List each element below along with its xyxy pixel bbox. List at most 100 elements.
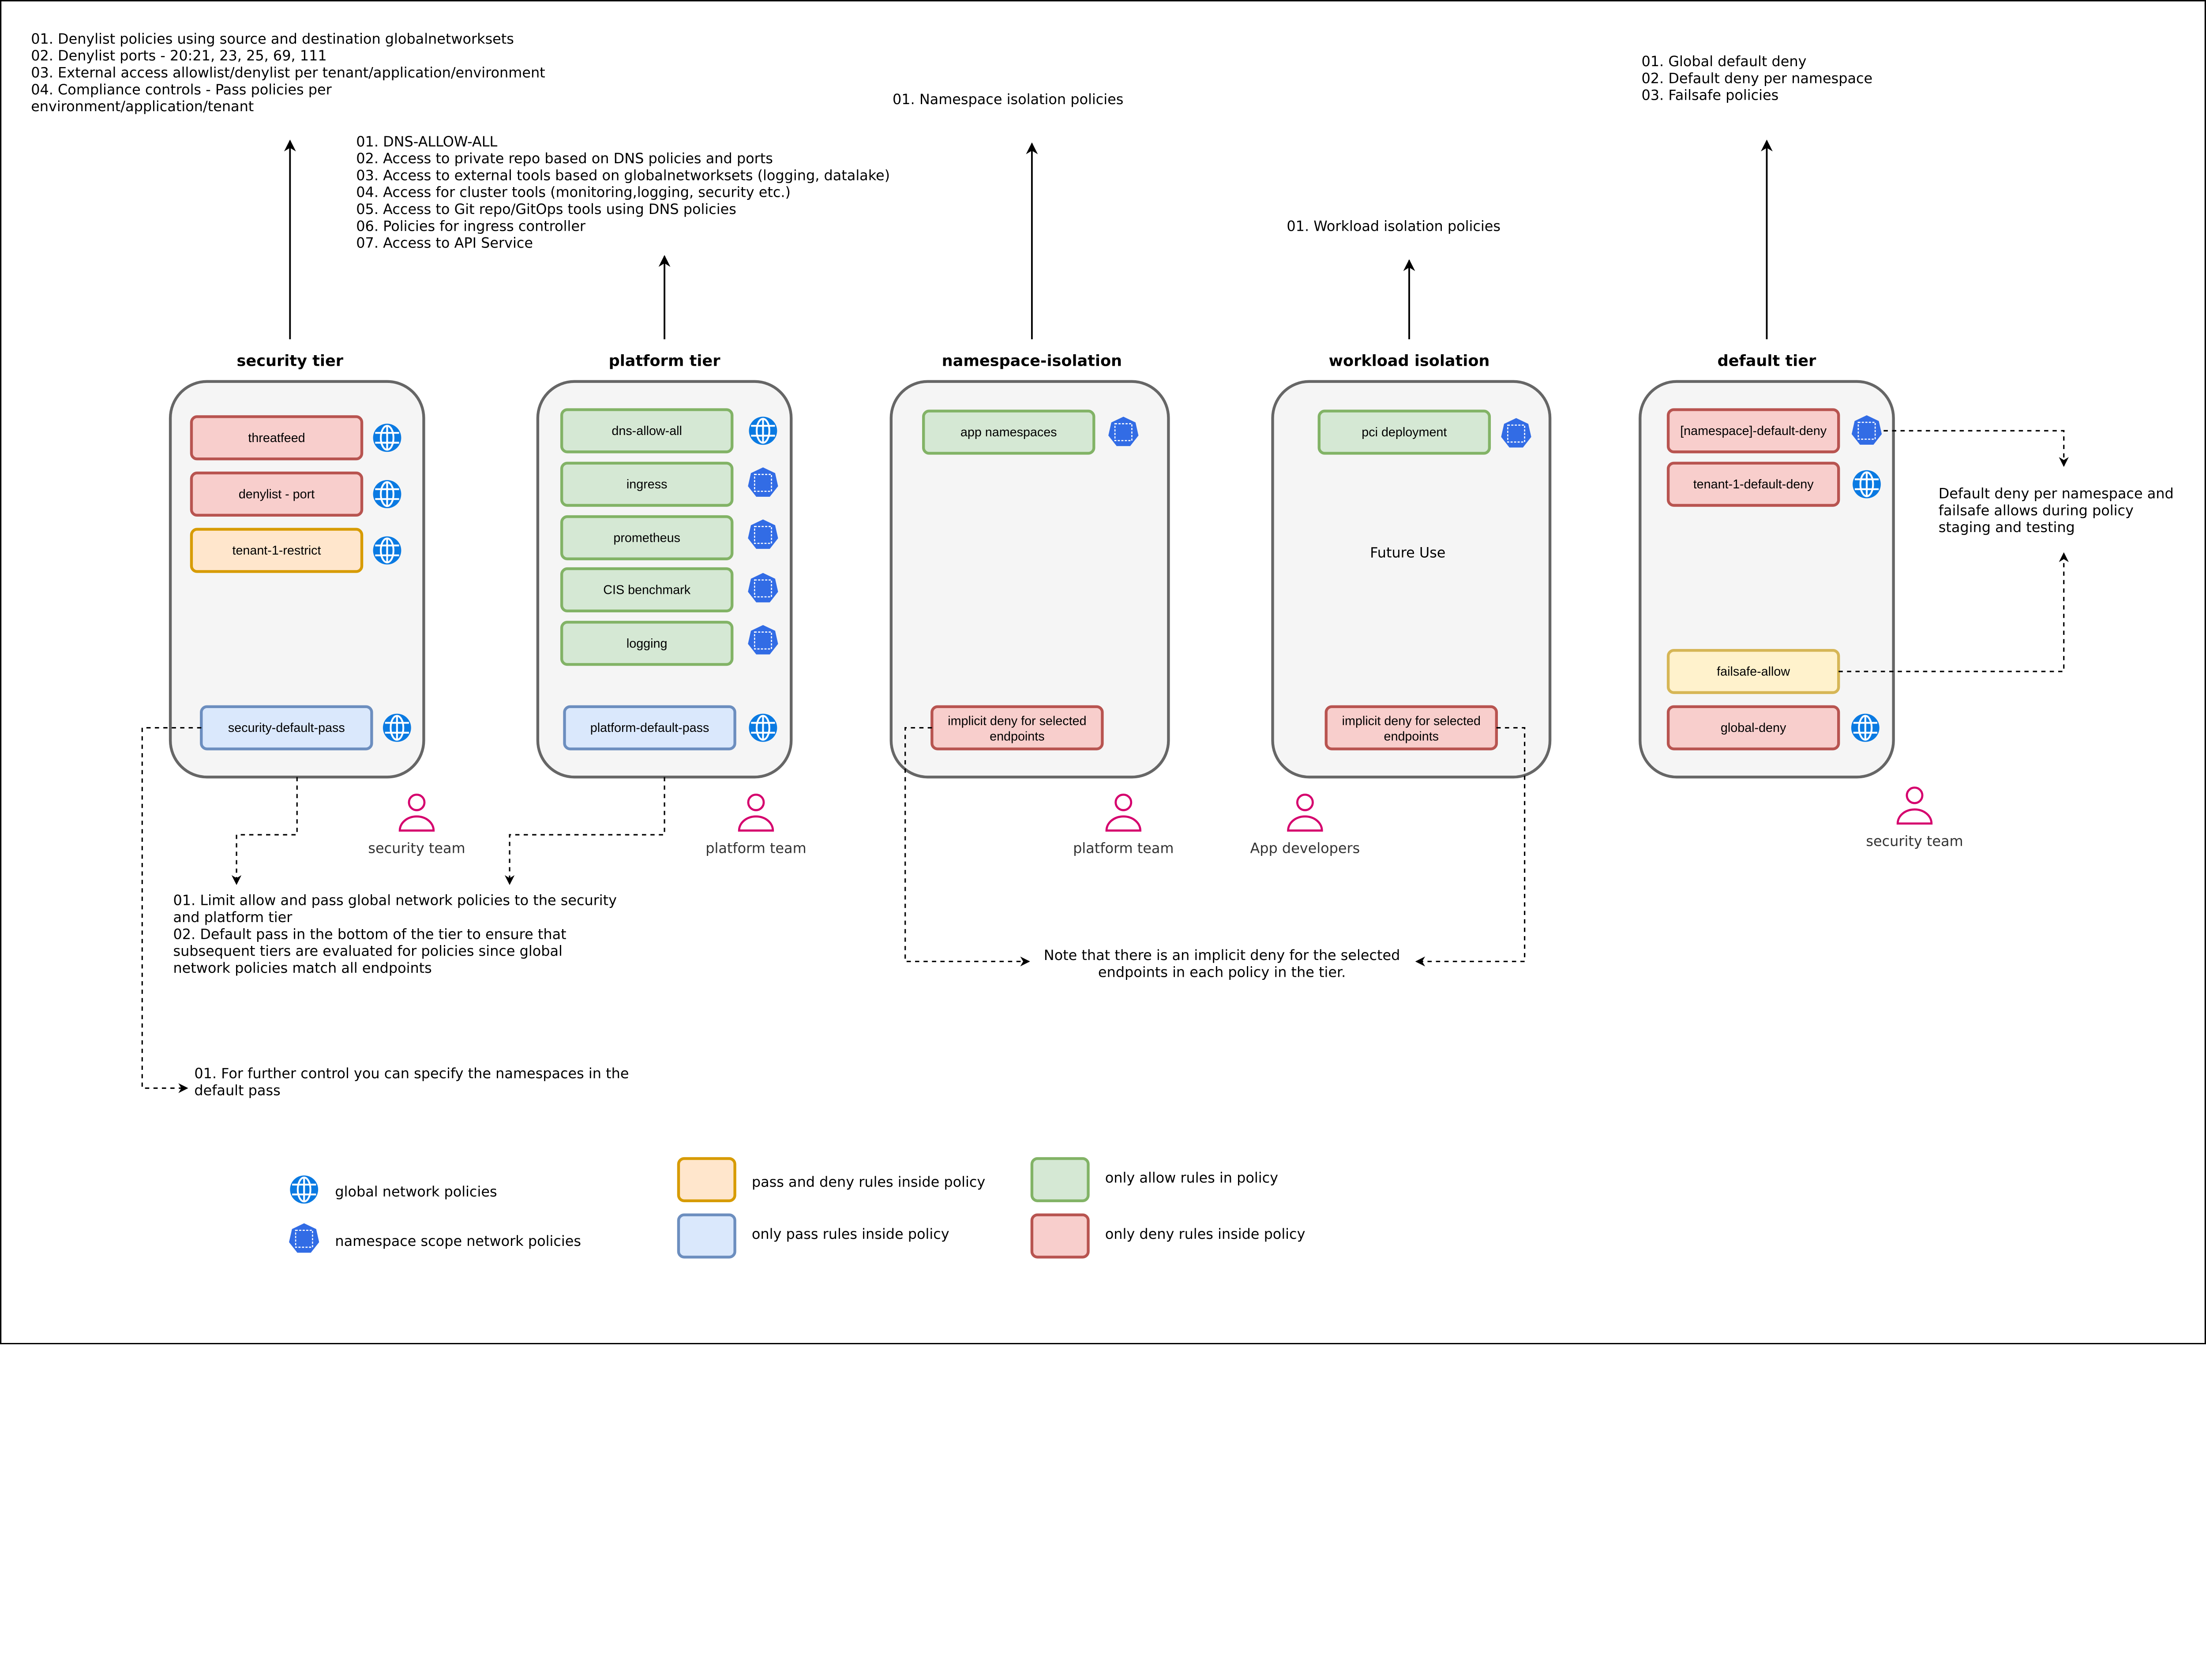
policy-box xyxy=(1666,461,1840,507)
namespace-note-line: default pass xyxy=(194,1082,280,1099)
implicit-deny-note-line: Note that there is an implicit deny for … xyxy=(1044,947,1400,964)
person-icon xyxy=(1287,793,1323,832)
policy-dns-allow-all[interactable]: dns-allow-all xyxy=(560,408,734,454)
policy-logging[interactable]: logging xyxy=(560,621,734,666)
policy-label: CIS benchmark xyxy=(603,583,690,597)
pass-note-line: network policies match all endpoints xyxy=(173,960,431,976)
policy-box xyxy=(560,621,734,666)
legend-label: namespace scope network policies xyxy=(335,1233,581,1249)
namespace-icon xyxy=(1108,416,1139,446)
policy-label: [namespace]-default-deny xyxy=(1680,424,1827,438)
policy-label: failsafe-allow xyxy=(1717,665,1790,679)
tier-notes-line: 01. DNS-ALLOW-ALL xyxy=(356,133,497,150)
tier-notes-line: 07. Access to API Service xyxy=(356,235,533,251)
tier-notes-line: 01. Namespace isolation policies xyxy=(893,91,1123,108)
namespace-icon xyxy=(748,519,778,549)
person-icon xyxy=(1105,793,1141,832)
tier-notes-line: 01. Workload isolation policies xyxy=(1287,218,1501,234)
policy-label-line: implicit deny for selected xyxy=(948,714,1086,728)
tier-notes: 01. Namespace isolation policies xyxy=(893,91,1123,108)
tier-notes-line: 01. Denylist policies using source and d… xyxy=(31,30,514,47)
tier-diagram: security tier 01. Denylist policies using… xyxy=(0,0,2206,1345)
tier-title: security tier xyxy=(237,352,344,370)
policy-box xyxy=(560,408,734,454)
tier-notes-line: 04. Access for cluster tools (monitoring… xyxy=(356,184,791,201)
tier-notes-line: environment/application/tenant xyxy=(31,98,254,115)
namespace-note-line: 01. For further control you can specify … xyxy=(194,1065,629,1082)
policy-box xyxy=(922,409,1095,455)
policy-box xyxy=(1666,408,1840,454)
tier-notes-line: 01. Global default deny xyxy=(1641,53,1806,70)
platform-pass-connector xyxy=(504,777,665,885)
namespace-icon xyxy=(1501,418,1531,448)
policy-failsafe-allow[interactable]: failsafe-allow xyxy=(1666,649,1840,694)
policy-tenant-1-restrict[interactable]: tenant-1-restrict xyxy=(190,528,364,573)
policy-cis-benchmark[interactable]: CIS benchmark xyxy=(560,567,734,613)
tier-notes-line: 02. Access to private repo based on DNS … xyxy=(356,150,773,167)
policy-box xyxy=(1666,705,1840,750)
legend-label: only deny rules inside policy xyxy=(1105,1226,1306,1242)
policy-box xyxy=(560,461,734,507)
implicit-deny-note: Note that there is an implicit deny for … xyxy=(1044,947,1400,980)
tier-notes: 01. Denylist policies using source and d… xyxy=(31,30,545,115)
diagram-layer: security tier 01. Denylist policies using… xyxy=(31,30,2174,1259)
policy-threatfeed[interactable]: threatfeed xyxy=(190,415,364,461)
globe-icon xyxy=(383,713,411,742)
team-label: App developers xyxy=(1250,840,1360,857)
policy--namespace-default-deny[interactable]: [namespace]-default-deny xyxy=(1666,408,1840,454)
policy-global-deny[interactable]: global-deny xyxy=(1666,705,1840,750)
legend-label: global network policies xyxy=(335,1183,497,1200)
policy-label: tenant-1-restrict xyxy=(232,544,321,558)
policy-label: platform-default-pass xyxy=(590,721,709,735)
policy-pci-deployment[interactable]: pci deployment xyxy=(1317,409,1491,455)
default-note-line: failsafe allows during policy xyxy=(1939,502,2134,519)
tier-notes-line: 02. Default deny per namespace xyxy=(1641,70,1872,86)
namespace-icon xyxy=(289,1223,319,1253)
policy-label: threatfeed xyxy=(248,431,305,445)
globe-icon xyxy=(1853,470,1881,499)
implicit-deny-connector-left xyxy=(904,727,1030,967)
tier-title: workload isolation xyxy=(1329,352,1490,370)
policy-ingress[interactable]: ingress xyxy=(560,461,734,507)
person-icon xyxy=(398,793,435,832)
policy-tenant-1-default-deny[interactable]: tenant-1-default-deny xyxy=(1666,461,1840,507)
pass-note-line: subsequent tiers are evaluated for polic… xyxy=(173,943,562,960)
namespace-pass-connector xyxy=(141,727,202,1093)
future-use-label: Future Use xyxy=(1370,544,1445,561)
security-pass-connector xyxy=(231,777,298,885)
namespace-icon xyxy=(748,625,778,655)
policy-box xyxy=(560,515,734,560)
globe-icon xyxy=(749,416,777,445)
policy-label: tenant-1-default-deny xyxy=(1693,477,1814,491)
globe-icon xyxy=(373,424,401,452)
namespace-note: 01. For further control you can specify … xyxy=(194,1065,629,1099)
team-label: security team xyxy=(368,840,465,857)
legend-swatch-blue xyxy=(677,1213,736,1259)
policy-platform-default-pass[interactable]: platform-default-pass xyxy=(563,705,736,750)
failsafe-connector xyxy=(1838,552,2069,672)
tier-notes-line: 02. Denylist ports - 20:21, 23, 25, 69, … xyxy=(31,47,326,64)
implicit-deny-connector-right xyxy=(1415,727,1526,967)
policy-app-namespaces[interactable]: app namespaces xyxy=(922,409,1095,455)
person-icon xyxy=(1896,786,1933,825)
tier-notes-line: 06. Policies for ingress controller xyxy=(356,218,586,234)
policy-denylist-port[interactable]: denylist - port xyxy=(190,471,364,517)
policy-prometheus[interactable]: prometheus xyxy=(560,515,734,560)
tier-container xyxy=(1271,380,1552,779)
policy-label: prometheus xyxy=(613,531,680,545)
policy-label: global-deny xyxy=(1721,721,1786,735)
pass-note-line: 02. Default pass in the bottom of the ti… xyxy=(173,926,566,942)
policy-security-default-pass[interactable]: security-default-pass xyxy=(200,705,373,750)
legend-label: pass and deny rules inside policy xyxy=(752,1174,985,1190)
policy-label: pci deployment xyxy=(1362,425,1447,439)
policy-box xyxy=(563,705,736,750)
legend-swatch-red xyxy=(1030,1213,1090,1259)
tier-notes-line: 03. Failsafe policies xyxy=(1641,87,1778,104)
tier-title: namespace-isolation xyxy=(942,352,1122,370)
pass-note: 01. Limit allow and pass global network … xyxy=(173,892,617,976)
tier-notes-line: 05. Access to Git repo/GitOps tools usin… xyxy=(356,201,736,218)
